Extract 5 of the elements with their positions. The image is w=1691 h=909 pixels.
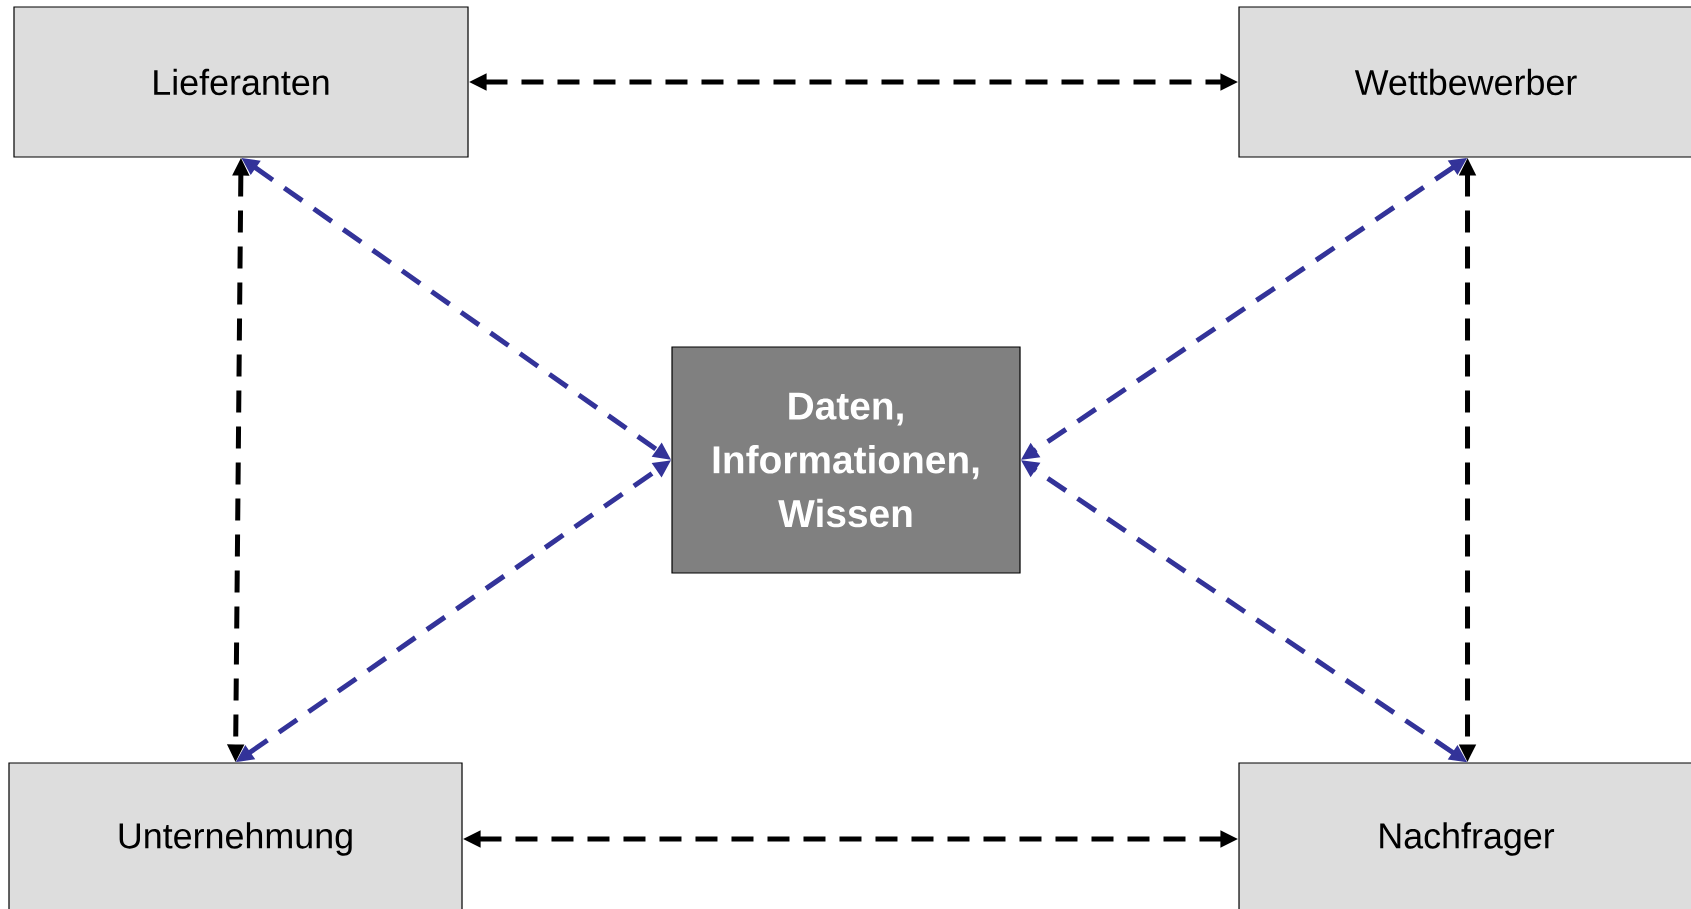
- actor-box: Unternehmung: [8, 762, 463, 909]
- actor-box: Nachfrager: [1238, 762, 1691, 909]
- actor-box: Lieferanten: [13, 6, 469, 158]
- data-box: Daten, Informationen, Wissen: [671, 346, 1021, 574]
- actor-box: Wettbewerber: [1238, 6, 1691, 158]
